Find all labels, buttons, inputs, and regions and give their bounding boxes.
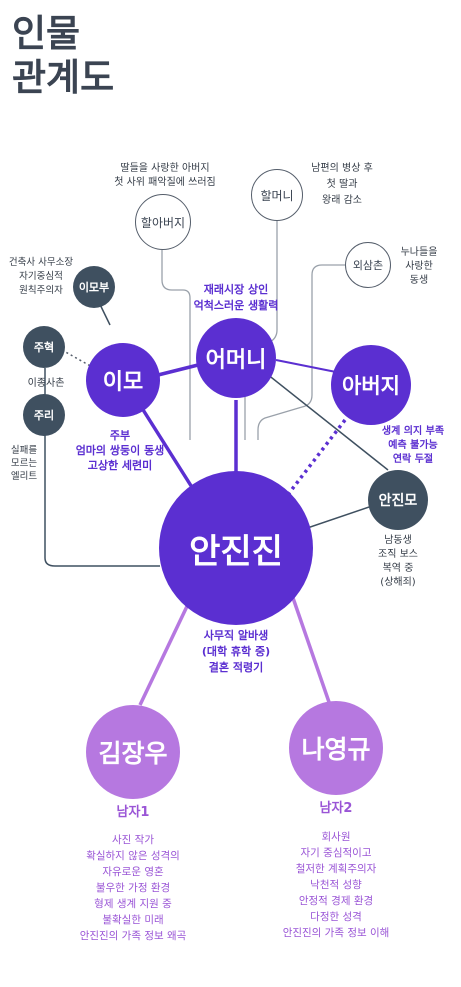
node-grandfather[interactable]: 할아버지: [135, 194, 191, 250]
node-juri[interactable]: 주리: [23, 394, 65, 436]
line-aunt-center: [138, 404, 202, 501]
note-line: 사무직 알바생: [203, 629, 269, 642]
note-center: 사무직 알바생 (대학 휴학 중) 결혼 적령기: [175, 628, 297, 676]
node-man2-label: 나영규: [301, 735, 371, 764]
note-cousin: 이종사촌: [16, 376, 76, 391]
node-father[interactable]: 아버지: [331, 345, 411, 425]
note-line: 누나들을: [400, 247, 438, 258]
note-line: 연락 두절: [392, 454, 434, 465]
note-line: 딸들을 사랑한 아버지: [120, 163, 210, 174]
line-aunt-mother: [157, 363, 199, 377]
note-line: 실패를: [10, 445, 38, 456]
note-line: 원칙주의자: [19, 285, 63, 296]
node-man2[interactable]: 나영규: [289, 701, 383, 795]
note-line: 자유로운 영혼: [102, 866, 164, 878]
note-line: 자기 중심적이고: [300, 847, 372, 859]
note-line: 엄마의 쌍둥이 동생: [75, 444, 165, 457]
node-brother[interactable]: 안진모: [368, 470, 428, 530]
note-father: 생계 의지 부족 예측 불가능 연락 두절: [368, 425, 458, 467]
node-imobu-label: 이모부: [78, 281, 110, 294]
note-line: 억척스러운 생활력: [193, 299, 279, 312]
label-man1-text: 남자1: [116, 805, 150, 820]
line-mother-father: [275, 359, 337, 373]
note-line: 주부: [109, 429, 131, 442]
line-mother-brother: [261, 369, 389, 471]
label-man2-text: 남자2: [319, 801, 353, 816]
node-grandmother-label: 할머니: [260, 188, 294, 203]
node-center[interactable]: 안진진: [159, 471, 313, 625]
node-brother-label: 안진모: [378, 493, 418, 509]
node-juhyeok[interactable]: 주혁: [23, 326, 65, 368]
note-line: 예측 불가능: [388, 440, 438, 451]
page-title: 인물 관계도: [12, 12, 114, 100]
note-line: 결혼 적령기: [208, 661, 264, 674]
note-line: 재래시장 상인: [203, 283, 269, 296]
note-mother: 재래시장 상인 억척스러운 생활력: [176, 282, 296, 314]
node-imobu[interactable]: 이모부: [73, 266, 115, 308]
note-line: 고상한 세련미: [87, 459, 153, 472]
note-line: 생계 의지 부족: [381, 426, 445, 437]
node-oesamchon[interactable]: 외삼촌: [345, 242, 391, 288]
note-line: 모르는: [10, 458, 38, 469]
node-juhyeok-label: 주혁: [33, 341, 55, 354]
node-man1-label: 김장우: [98, 739, 168, 768]
line-juri-center: [44, 430, 160, 567]
note-line: 첫 사위 패악질에 쓰러짐: [114, 177, 216, 188]
note-line: 안진진의 가족 정보 이해: [282, 927, 390, 939]
note-man1: 사진 작가 확실하지 않은 성격의 자유로운 영혼 불우한 가정 환경 형제 생…: [48, 832, 218, 944]
node-man1[interactable]: 김장우: [86, 705, 180, 799]
label-man1: 남자1: [103, 805, 163, 820]
note-line: 안진진의 가족 정보 왜곡: [79, 930, 187, 942]
note-oesamchon: 누나들을 사랑한 동생: [392, 246, 446, 288]
note-line: 조직 보스: [378, 549, 418, 560]
note-line: 복역 중: [382, 563, 414, 574]
node-grandmother[interactable]: 할머니: [251, 169, 303, 221]
note-line: 확실하지 않은 성격의: [86, 850, 180, 862]
note-line: (상해죄): [380, 577, 416, 588]
note-line: 사진 작가: [112, 834, 154, 846]
title-line-1: 인물: [12, 12, 81, 55]
note-line: 다정한 성격: [310, 911, 362, 923]
node-aunt[interactable]: 이모: [86, 343, 160, 417]
line-center-man1: [138, 599, 192, 706]
node-juri-label: 주리: [33, 409, 55, 422]
node-mother[interactable]: 어머니: [196, 318, 276, 398]
note-line: 사랑한: [405, 261, 433, 272]
note-line: 자기중심적: [19, 271, 63, 282]
note-line: 회사원: [321, 831, 351, 843]
node-mother-label: 어머니: [205, 348, 267, 373]
note-line: 동생: [409, 275, 429, 286]
line-oesamchon: [257, 264, 345, 440]
note-line: 남동생: [384, 535, 412, 546]
note-line: 불우한 가정 환경: [95, 882, 171, 894]
note-grandmother: 남편의 병상 후 첫 딸과 왕래 감소: [302, 161, 382, 209]
note-line: 불확실한 미래: [102, 914, 164, 926]
node-father-label: 아버지: [342, 374, 400, 398]
note-aunt: 주부 엄마의 쌍둥이 동생 고상한 세련미: [60, 428, 180, 473]
node-oesamchon-label: 외삼촌: [352, 259, 384, 272]
note-imobu: 건축사 사무소장 자기중심적 원칙주의자: [4, 256, 78, 298]
note-man2: 회사원 자기 중심적이고 철저한 계획주의자 낙천적 성향 안정적 경제 환경 …: [251, 829, 421, 941]
note-line: 낙천적 성향: [310, 879, 362, 891]
note-line: 남편의 병상 후: [311, 163, 373, 174]
line-center-man2: [290, 594, 332, 706]
note-grandfather: 딸들을 사랑한 아버지 첫 사위 패악질에 쓰러짐: [100, 162, 230, 190]
note-line: 이종사촌: [27, 378, 65, 389]
note-line: 안정적 경제 환경: [298, 895, 374, 907]
note-line: (대학 휴학 중): [201, 645, 271, 658]
note-line: 첫 딸과: [326, 179, 358, 190]
node-center-label: 안진진: [189, 531, 283, 572]
line-grandfather: [161, 250, 191, 440]
label-man2: 남자2: [306, 801, 366, 816]
node-grandfather-label: 할아버지: [140, 215, 186, 230]
note-line: 왕래 감소: [322, 195, 362, 206]
node-aunt-label: 이모: [102, 370, 144, 395]
note-line: 엘리트: [10, 471, 38, 482]
note-line: 형제 생계 지원 중: [94, 898, 172, 910]
note-brother: 남동생 조직 보스 복역 중 (상해죄): [362, 534, 434, 590]
title-line-2: 관계도: [12, 56, 115, 99]
note-juri: 실패를 모르는 엘리트: [2, 444, 46, 483]
note-line: 건축사 사무소장: [8, 257, 74, 268]
note-line: 철저한 계획주의자: [295, 863, 377, 875]
